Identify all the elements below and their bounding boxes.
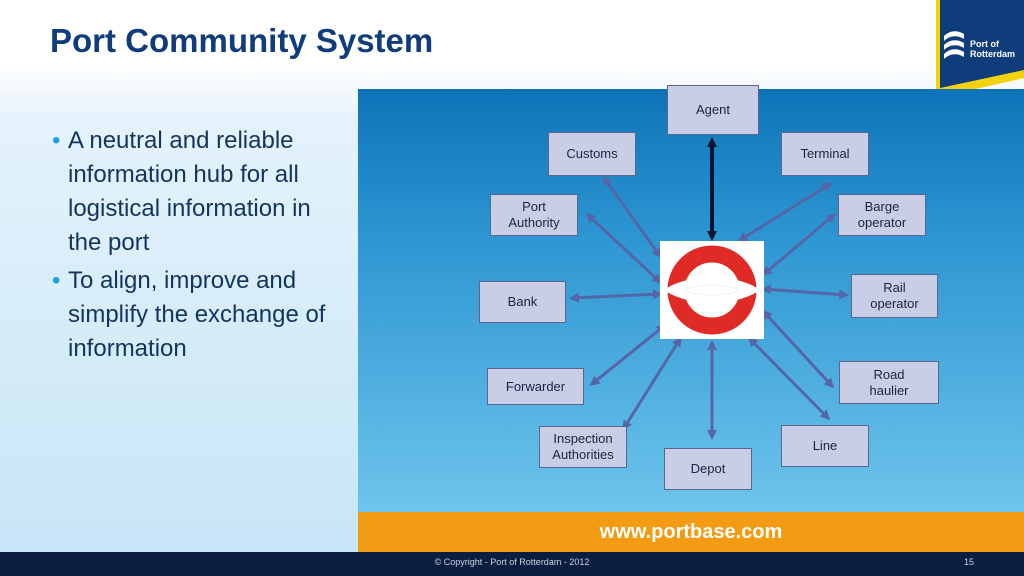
bullet-text: A neutral and reliable information hub f…	[68, 127, 311, 256]
website-url: www.portbase.com	[599, 520, 783, 543]
node-rail-operator: Rail operator	[851, 274, 938, 318]
arrow-line	[747, 336, 831, 421]
page-number: 15	[963, 557, 974, 567]
node-customs: Customs	[548, 132, 636, 176]
node-port-authority: Port Authority	[490, 194, 578, 236]
portbase-hub-icon	[664, 245, 760, 335]
footer: © Copyright - Port of Rotterdam - 2012 1…	[0, 552, 1024, 576]
node-agent: Agent	[667, 85, 759, 135]
portbase-hub	[660, 241, 764, 339]
bullet-list: • A neutral and reliable information hub …	[52, 124, 342, 370]
arrow-port-authority	[585, 212, 663, 285]
arrow-terminal	[737, 182, 833, 242]
bullet-text: To align, improve and simplify the excha…	[68, 267, 326, 362]
url-bar: www.portbase.com	[358, 512, 1024, 552]
bullet-dot-icon: •	[52, 267, 61, 294]
logo-line1: Port of	[970, 39, 1000, 49]
slide-title: Port Community System	[50, 22, 434, 59]
node-bank: Bank	[479, 281, 566, 323]
node-barge-operator: Barge operator	[838, 194, 926, 236]
bullet-item: • A neutral and reliable information hub …	[52, 124, 342, 260]
node-road-haulier: Road haulier	[839, 361, 939, 404]
arrow-barge-operator	[761, 213, 837, 276]
copyright-text: © Copyright - Port of Rotterdam - 2012	[434, 557, 590, 567]
logo-line2: Rotterdam	[970, 49, 1015, 59]
bullet-dot-icon: •	[52, 127, 61, 154]
node-terminal: Terminal	[781, 132, 869, 176]
node-depot: Depot	[664, 448, 752, 490]
arrow-inspection-authorities	[622, 336, 682, 431]
node-inspection-authorities: Inspection Authorities	[539, 426, 627, 468]
arrow-bank	[569, 289, 663, 303]
node-line: Line	[781, 425, 869, 467]
arrow-customs	[602, 175, 662, 259]
bullet-item: • To align, improve and simplify the exch…	[52, 264, 342, 366]
node-forwarder: Forwarder	[487, 368, 584, 405]
arrow-forwarder	[589, 324, 667, 386]
port-of-rotterdam-logo: Port of Rotterdam	[936, 0, 1024, 98]
arrow-road-haulier	[761, 309, 835, 389]
arrow-rail-operator	[761, 284, 849, 300]
